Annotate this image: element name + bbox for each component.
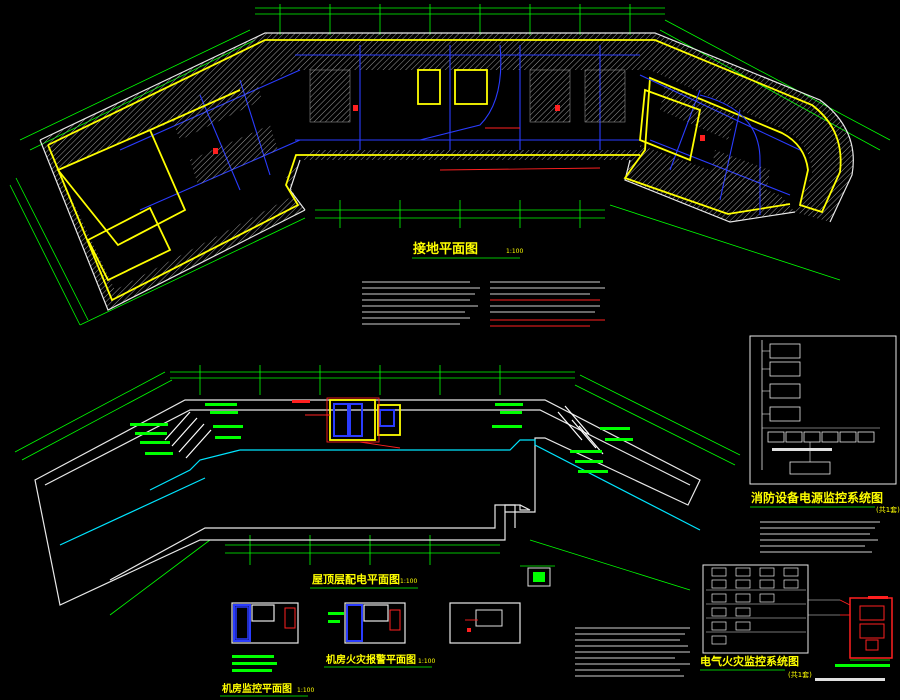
- electric-fire-monitor-system: 电气火灾监控系统图 (共1套): [700, 564, 893, 681]
- ground-plan: 接地平面图 1:100: [9, 4, 891, 326]
- general-notes-block: [362, 281, 605, 327]
- ground-plan-outer-wall: [40, 33, 854, 222]
- ground-bar-loop: [47, 39, 842, 302]
- room-monitor-scale: 1:100: [297, 687, 314, 694]
- fire-power-system-note: (共1套): [876, 505, 900, 514]
- ground-plan-wall-outline: [39, 32, 854, 311]
- legend-box: [520, 565, 555, 587]
- roof-plan-inner-parapet: [44, 409, 691, 581]
- room-fire-alarm-plan: 机房火灾报警平面图 1:100: [324, 602, 435, 668]
- room-detail-plan: [449, 602, 521, 644]
- room-monitor-title: 机房监控平面图: [222, 682, 292, 695]
- roof-plan: 屋顶层配电平面图 1:100: [14, 365, 741, 616]
- electric-fire-system-title: 电气火灾监控系统图: [700, 654, 799, 668]
- ground-plan-test-points: [213, 105, 705, 171]
- roof-plan-dimension-lines: [14, 365, 741, 616]
- fire-power-monitor-system: 消防设备电源监控系统图 (共1套): [749, 335, 900, 553]
- electric-fire-system-note: (共1套): [788, 670, 812, 679]
- room-monitor-plan: 机房监控平面图 1:100: [220, 602, 314, 697]
- room-monitor-legend: [232, 655, 277, 672]
- roof-plan-stair-strips: [164, 405, 604, 459]
- ground-plan-rooms: [56, 69, 702, 282]
- roof-plan-scale: 1:100: [400, 578, 417, 585]
- ground-plan-scale: 1:100: [506, 248, 523, 255]
- room-fire-alarm-title: 机房火灾报警平面图: [326, 653, 416, 666]
- ground-plan-lower-wall: [40, 140, 795, 310]
- roof-plan-title: 屋顶层配电平面图: [312, 572, 400, 586]
- bottom-notes-block: [575, 627, 690, 677]
- ground-plan-title: 接地平面图: [413, 241, 478, 257]
- roof-plan-callouts: [130, 403, 633, 473]
- roof-plan-equipment-room: [292, 397, 401, 449]
- room-fire-alarm-scale: 1:100: [418, 658, 435, 665]
- fire-power-system-title: 消防设备电源监控系统图: [751, 490, 883, 505]
- roof-plan-trunk-line: [59, 439, 701, 546]
